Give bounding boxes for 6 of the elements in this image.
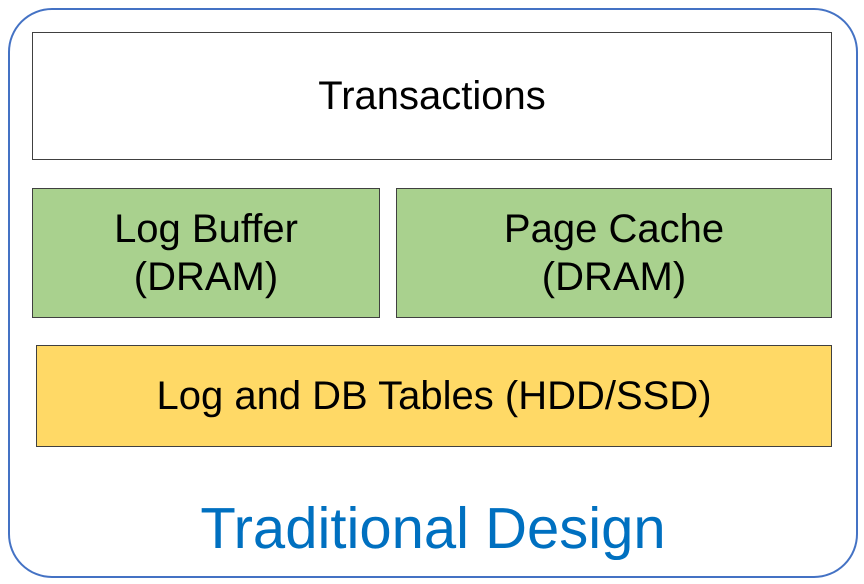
storage-box: Log and DB Tables (HDD/SSD) <box>36 345 832 447</box>
group-title: Traditional Design <box>199 495 667 562</box>
memory-box: Page Cache (DRAM) <box>396 188 832 318</box>
memory-box: Log Buffer (DRAM) <box>32 188 380 318</box>
group-panel <box>8 8 858 578</box>
layer-box: Transactions <box>32 32 832 160</box>
